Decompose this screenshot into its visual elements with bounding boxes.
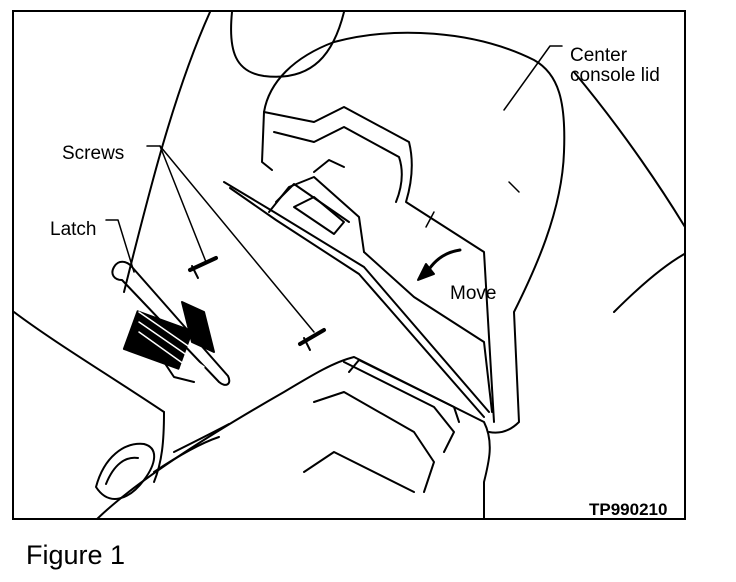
center-console-lid-label: Center console lid <box>570 46 660 86</box>
screw-right <box>298 328 326 351</box>
console-knob <box>95 442 156 500</box>
figure-frame: Center console lid Screws Latch Move TP9… <box>12 10 686 520</box>
console-body <box>96 356 491 518</box>
screw-left <box>188 256 218 279</box>
center-console-lid-label-line2: console lid <box>570 65 660 86</box>
center-console-lid-label-line1: Center <box>570 45 628 66</box>
console-lid-diagram <box>14 12 684 518</box>
leader-lines <box>105 45 563 333</box>
figure-caption: Figure 1 <box>26 540 126 570</box>
figure-code: TP990210 <box>589 500 668 519</box>
latch-label: Latch <box>50 219 97 240</box>
move-label: Move <box>450 283 497 304</box>
screws-label: Screws <box>62 143 125 164</box>
latch-assembly <box>111 260 231 386</box>
move-arrow-icon <box>417 248 462 281</box>
lid-hinge-bracket <box>223 159 493 418</box>
center-console-lid <box>261 31 566 434</box>
